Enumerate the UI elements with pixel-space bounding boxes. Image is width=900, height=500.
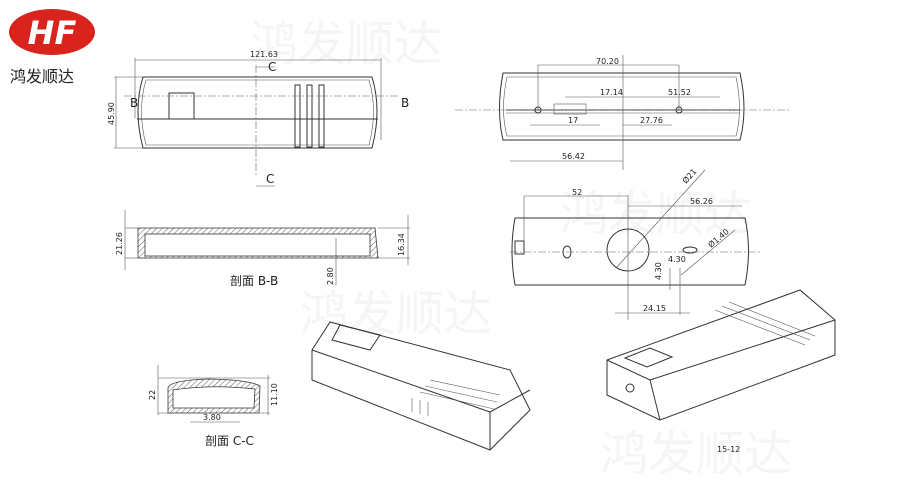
svg-text:鸿发顺达: 鸿发顺达	[300, 286, 492, 342]
section-c-c: 22 11.10 3.80 剖面 C-C	[148, 365, 279, 448]
svg-text:C: C	[266, 172, 274, 186]
svg-text:B: B	[401, 96, 409, 110]
svg-text:22: 22	[148, 390, 157, 400]
svg-text:52: 52	[572, 188, 582, 197]
svg-text:121.63: 121.63	[250, 50, 278, 59]
company-name: 鸿发顺达	[10, 67, 74, 86]
svg-text:HF: HF	[28, 14, 77, 52]
company-logo: HF	[9, 9, 95, 55]
svg-text:45.90: 45.90	[107, 102, 116, 125]
svg-text:56.42: 56.42	[562, 152, 585, 161]
svg-text:Ø21: Ø21	[680, 166, 698, 185]
svg-text:2.80: 2.80	[326, 267, 335, 285]
svg-text:17: 17	[568, 116, 578, 125]
svg-text:21.26: 21.26	[115, 232, 124, 255]
svg-text:3.80: 3.80	[203, 413, 221, 422]
svg-text:11.10: 11.10	[270, 383, 279, 406]
svg-text:剖面 C-C: 剖面 C-C	[205, 434, 254, 448]
svg-text:4.30: 4.30	[654, 262, 663, 280]
svg-text:24.15: 24.15	[643, 304, 666, 313]
top-view: 121.63 45.90 B B C C	[107, 50, 409, 187]
iso-view-top	[311, 321, 531, 451]
inner-view: 70.20 17.14 51.52 17 27.76 56.42	[455, 55, 790, 170]
svg-text:70.20: 70.20	[596, 57, 619, 66]
svg-text:56.26: 56.26	[690, 197, 713, 206]
svg-text:4.30: 4.30	[668, 255, 686, 264]
section-b-b: 21.26 16.34 2.80 剖面 B-B	[115, 210, 410, 288]
svg-text:51.52: 51.52	[668, 88, 691, 97]
svg-text:27.76: 27.76	[640, 116, 663, 125]
model-number: 15-12	[717, 445, 740, 454]
svg-text:B: B	[130, 96, 138, 110]
svg-text:鸿发顺达: 鸿发顺达	[250, 16, 442, 72]
svg-text:鸿发顺达: 鸿发顺达	[600, 426, 792, 482]
iso-view-bottom	[606, 289, 836, 421]
svg-text:17.14: 17.14	[600, 88, 623, 97]
svg-text:16.34: 16.34	[397, 233, 406, 256]
svg-text:剖面 B-B: 剖面 B-B	[230, 274, 278, 288]
